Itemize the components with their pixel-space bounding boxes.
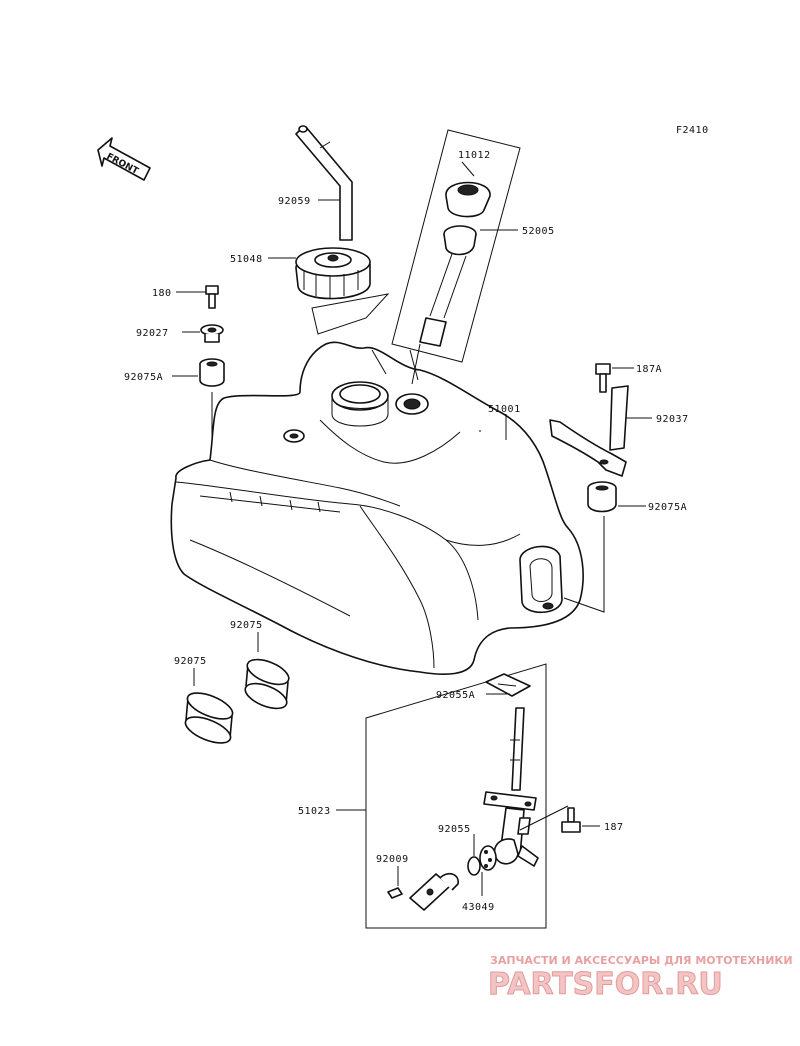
fuel-cock xyxy=(483,707,539,867)
fuel-cap xyxy=(295,247,371,300)
collar-92027 xyxy=(200,324,224,343)
grommet-right xyxy=(587,481,617,513)
label-11012: 11012 xyxy=(458,150,491,161)
bracket-92037 xyxy=(549,385,629,477)
screw-92009 xyxy=(387,887,403,899)
label-92075A-left: 92075A xyxy=(124,372,163,383)
label-51023: 51023 xyxy=(298,806,331,817)
gasket-11012 xyxy=(445,181,491,218)
label-187: 187 xyxy=(604,822,624,833)
label-92075-upper: 92075 xyxy=(230,620,263,631)
label-51048: 51048 xyxy=(230,254,263,265)
front-arrow-icon: FRONT xyxy=(97,137,151,181)
label-187A: 187A xyxy=(636,364,662,375)
fuel-tank xyxy=(170,341,584,676)
label-51001: 51001 xyxy=(488,404,521,415)
label-52005: 52005 xyxy=(522,226,555,237)
breather-hose xyxy=(295,125,353,241)
watermark-logo: PARTSFOR.RU xyxy=(488,967,723,1002)
label-92075-lower: 92075 xyxy=(174,656,207,667)
bolt-180 xyxy=(205,285,219,309)
figure-code: F2410 xyxy=(676,125,709,136)
lever-43049 xyxy=(479,845,497,871)
label-92009: 92009 xyxy=(376,854,409,865)
collar-92075-lower xyxy=(184,692,234,744)
watermark-tagline: ЗАПЧАСТИ И АКСЕССУАРЫ ДЛЯ МОТОТЕХНИКИ xyxy=(490,954,793,967)
fuel-filter-52005 xyxy=(419,225,477,347)
label-92055A: 92055A xyxy=(436,690,475,701)
label-92059: 92059 xyxy=(278,196,311,207)
bolt-187A xyxy=(595,363,611,393)
collar-92075-upper xyxy=(244,658,290,710)
bolt-187 xyxy=(561,807,581,833)
plate-92009 xyxy=(409,872,459,911)
o-ring-92055 xyxy=(467,856,481,876)
label-43049: 43049 xyxy=(462,902,495,913)
gasket-92055A xyxy=(485,673,531,697)
label-92055: 92055 xyxy=(438,824,471,835)
grommet-left xyxy=(199,358,225,387)
label-92027: 92027 xyxy=(136,328,169,339)
label-92075A-right: 92075A xyxy=(648,502,687,513)
label-180: 180 xyxy=(152,288,172,299)
label-92037: 92037 xyxy=(656,414,689,425)
